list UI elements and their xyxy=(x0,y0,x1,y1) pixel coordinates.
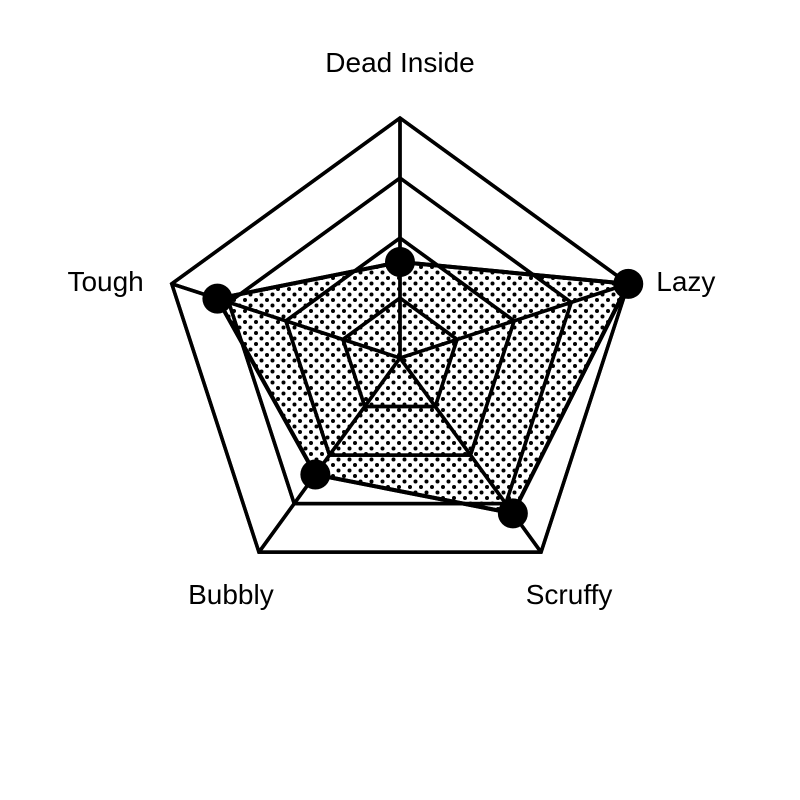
data-point-bubbly xyxy=(300,459,331,490)
data-outline-top xyxy=(215,260,631,516)
data-point-scruffy xyxy=(497,498,528,529)
data-point-tough xyxy=(202,283,233,314)
axis-label-bubbly: Bubbly xyxy=(188,579,274,610)
radar-axis-labels: Dead Inside Lazy Scruffy Bubbly Tough xyxy=(67,47,715,610)
axis-spoke-overlay-2 xyxy=(399,282,629,360)
axis-label-scruffy: Scruffy xyxy=(526,579,613,610)
radar-points xyxy=(202,247,644,529)
grid-ring-overlay-1 xyxy=(340,295,460,409)
axis-spoke-overlay-4 xyxy=(257,356,402,554)
data-point-dead-inside xyxy=(385,247,415,277)
axis-label-dead-inside: Dead Inside xyxy=(325,47,474,78)
data-point-lazy xyxy=(613,268,644,299)
grid-ring-overlay-4 xyxy=(169,115,631,554)
grid-ring-overlay-3 xyxy=(226,175,574,506)
axis-label-tough: Tough xyxy=(67,266,143,297)
axis-label-lazy: Lazy xyxy=(656,266,715,297)
grid-ring-overlay-2 xyxy=(283,235,517,457)
radar-series xyxy=(169,115,631,554)
